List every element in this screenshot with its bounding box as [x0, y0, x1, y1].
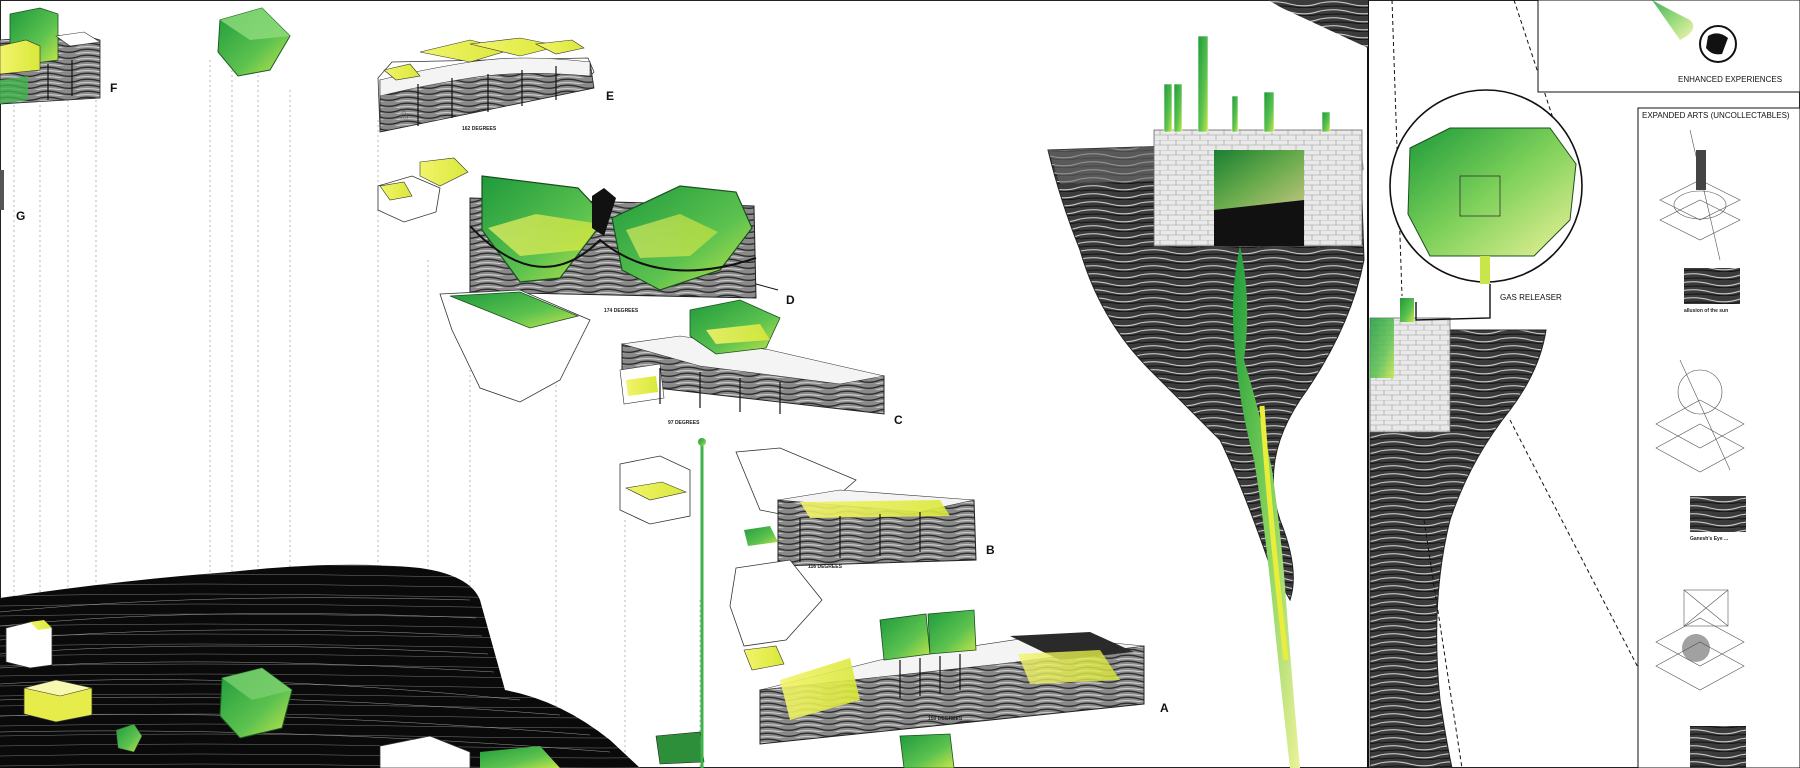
section-label-e: E [606, 89, 614, 103]
floating-rock-detail [1369, 298, 1547, 768]
art-photo-2 [1690, 496, 1746, 532]
gas-releaser-callout: GAS RELEASER [1389, 89, 1583, 321]
art-photo-1-caption: allusion of the sun [1684, 308, 1728, 314]
section-label-f: F [110, 81, 117, 95]
art-photo-1 [1684, 268, 1740, 304]
terrain-masses [5, 620, 705, 768]
degree-note-a: 150 DEGREES [928, 716, 963, 722]
section-label-b: B [986, 543, 995, 557]
expanded-arts-panel: EXPANDED ARTS (UNCOLLECTABLES) allusion … [1637, 107, 1800, 768]
floating-rock-main [1047, 35, 1365, 768]
section-d-assembly [377, 157, 779, 299]
section-label-c: C [894, 413, 903, 427]
degree-note-c: 97 DEGREES [668, 420, 700, 426]
axonometric-drawing-1 [1659, 129, 1741, 261]
degree-note-b: 116 DEGREES [808, 564, 843, 570]
enhanced-experiences-label: ENHANCED EXPERIENCES [1678, 75, 1782, 84]
section-c-assembly [439, 289, 885, 415]
degree-note-d: 174 DEGREES [604, 308, 639, 314]
axonometric-drawing-2 [1655, 359, 1745, 473]
black-terrain [0, 564, 640, 768]
axonometric-drawing-3 [1655, 589, 1745, 691]
section-label-a: A [1160, 701, 1169, 715]
gas-releaser-label: GAS RELEASER [1500, 293, 1562, 302]
art-photo-2-caption: Ganesh's Eye ... [1690, 536, 1729, 542]
section-label-g: G [16, 209, 25, 223]
degree-note-e: 162 DEGREES [462, 126, 497, 132]
enhanced-experiences-panel: ENHANCED EXPERIENCES [1537, 0, 1800, 93]
section-label-d: D [786, 293, 795, 307]
section-e-assembly [377, 37, 595, 133]
section-f-assembly [0, 7, 101, 105]
section-g-edge [0, 170, 4, 210]
section-a-assembly [729, 559, 1145, 768]
expanded-arts-title: EXPANDED ARTS (UNCOLLECTABLES) [1642, 111, 1790, 120]
art-photo-3 [1690, 726, 1746, 768]
section-b-assembly [619, 438, 977, 768]
rock-fragment-top [1268, 0, 1368, 48]
